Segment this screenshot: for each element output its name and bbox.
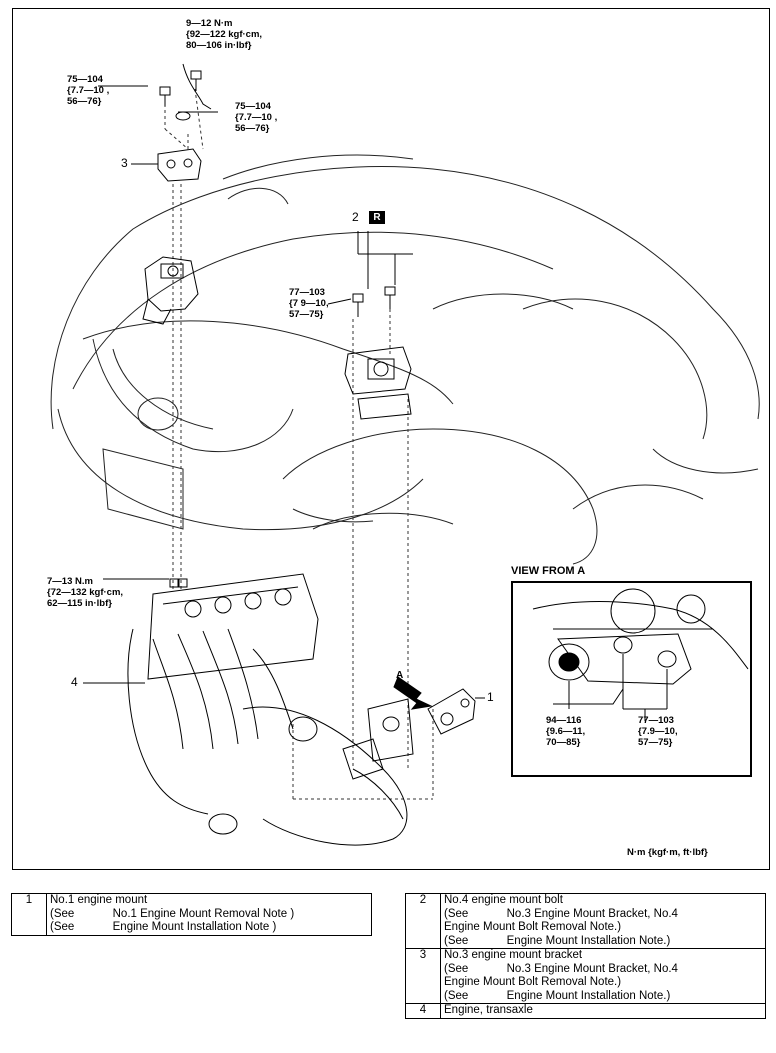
torque-label-mid: 75—104 {7.7—10 , 56—76} xyxy=(235,101,278,134)
engine-transaxle xyxy=(127,573,414,846)
leader-lines xyxy=(83,85,485,699)
legend-num: 3 xyxy=(405,948,441,1004)
legend-line: No.4 engine mount bolt xyxy=(444,894,563,906)
legend-line: (See No.3 Engine Mount Bracket, No.4 xyxy=(444,962,678,975)
torque-label-no4-bolt: 77—103 {7 9—10, 57—75} xyxy=(289,287,329,320)
torque-label-view-left: 94—116 {9.6—11, 70—85} xyxy=(546,715,586,748)
mount-part1 xyxy=(427,688,476,735)
legend-num: 1 xyxy=(11,893,47,936)
legend-num: 2 xyxy=(405,893,441,949)
wire-harness xyxy=(182,63,212,110)
legend-table-right: 2 No.4 engine mount bolt (See No.3 Engin… xyxy=(405,893,766,1019)
legend-row-3: 3 No.3 engine mount bracket (See No.3 En… xyxy=(405,948,766,1004)
mount-assembly-left xyxy=(142,256,199,325)
legend-num: 4 xyxy=(405,1003,441,1019)
arrow-a-label: A xyxy=(396,670,404,681)
mount-bracket-part3 xyxy=(157,148,202,182)
view-from-a-frame xyxy=(511,581,752,777)
legend-row-4: 4 Engine, transaxle xyxy=(405,1003,766,1019)
torque-label-top: 9—12 N·m {92—122 kgf·cm, 80—106 in·lbf} xyxy=(186,18,263,51)
callout-3: 3 xyxy=(121,156,128,170)
legend-desc: No.1 engine mount (See No.1 Engine Mount… xyxy=(46,893,372,936)
legend-line: (See No.1 Engine Mount Removal Note ) xyxy=(50,907,295,920)
view-arrow-icon xyxy=(393,676,433,710)
legend-line: (See Engine Mount Installation Note ) xyxy=(50,921,277,933)
exploded-diagram: 9—12 N·m {92—122 kgf·cm, 80—106 in·lbf} … xyxy=(12,8,770,870)
torque-label-view-right: 77—103 {7.9—10, 57—75} xyxy=(638,715,678,748)
legend-row-2: 2 No.4 engine mount bolt (See No.3 Engin… xyxy=(405,893,766,949)
torque-label-left: 75—104 {7.7—10 , 56—76} xyxy=(67,74,110,107)
callout-1: 1 xyxy=(487,690,494,704)
legend-line: (See Engine Mount Installation Note.) xyxy=(444,989,671,1002)
units-note: N·m {kgf·m, ft·lbf} xyxy=(627,847,708,858)
vehicle-outline xyxy=(50,154,760,565)
legend-line: (See No.3 Engine Mount Bracket, No.4 xyxy=(444,907,678,920)
legend-line: Engine Mount Bolt Removal Note.) xyxy=(444,976,622,988)
legend-line: No.3 engine mount bracket xyxy=(444,949,583,961)
legend-line: No.1 engine mount xyxy=(50,894,148,906)
legend-table-left: 1 No.1 engine mount (See No.1 Engine Mou… xyxy=(11,893,372,936)
callout-2: 2 xyxy=(352,210,359,224)
legend-desc: No.4 engine mount bolt (See No.3 Engine … xyxy=(440,893,766,949)
legend-row-1: 1 No.1 engine mount (See No.1 Engine Mou… xyxy=(11,893,372,936)
view-from-a-title: VIEW FROM A xyxy=(511,565,586,577)
legend-line: Engine, transaxle xyxy=(444,1004,533,1016)
legend-line: Engine Mount Bolt Removal Note.) xyxy=(444,921,622,933)
bolt-icons xyxy=(159,70,396,588)
callout-4: 4 xyxy=(71,675,78,689)
diagram-drawing xyxy=(50,63,760,846)
legend-desc: Engine, transaxle xyxy=(440,1003,766,1019)
mount-assembly-no4 xyxy=(344,346,412,420)
legend-desc: No.3 engine mount bracket (See No.3 Engi… xyxy=(440,948,766,1004)
view-from-a-drawing xyxy=(532,588,749,721)
legend-line: (See Engine Mount Installation Note.) xyxy=(444,934,671,947)
torque-label-engine: 7—13 N.m {72—132 kgf·cm, 62—115 in·lbf} xyxy=(47,576,124,609)
replace-badge: R xyxy=(369,211,385,224)
